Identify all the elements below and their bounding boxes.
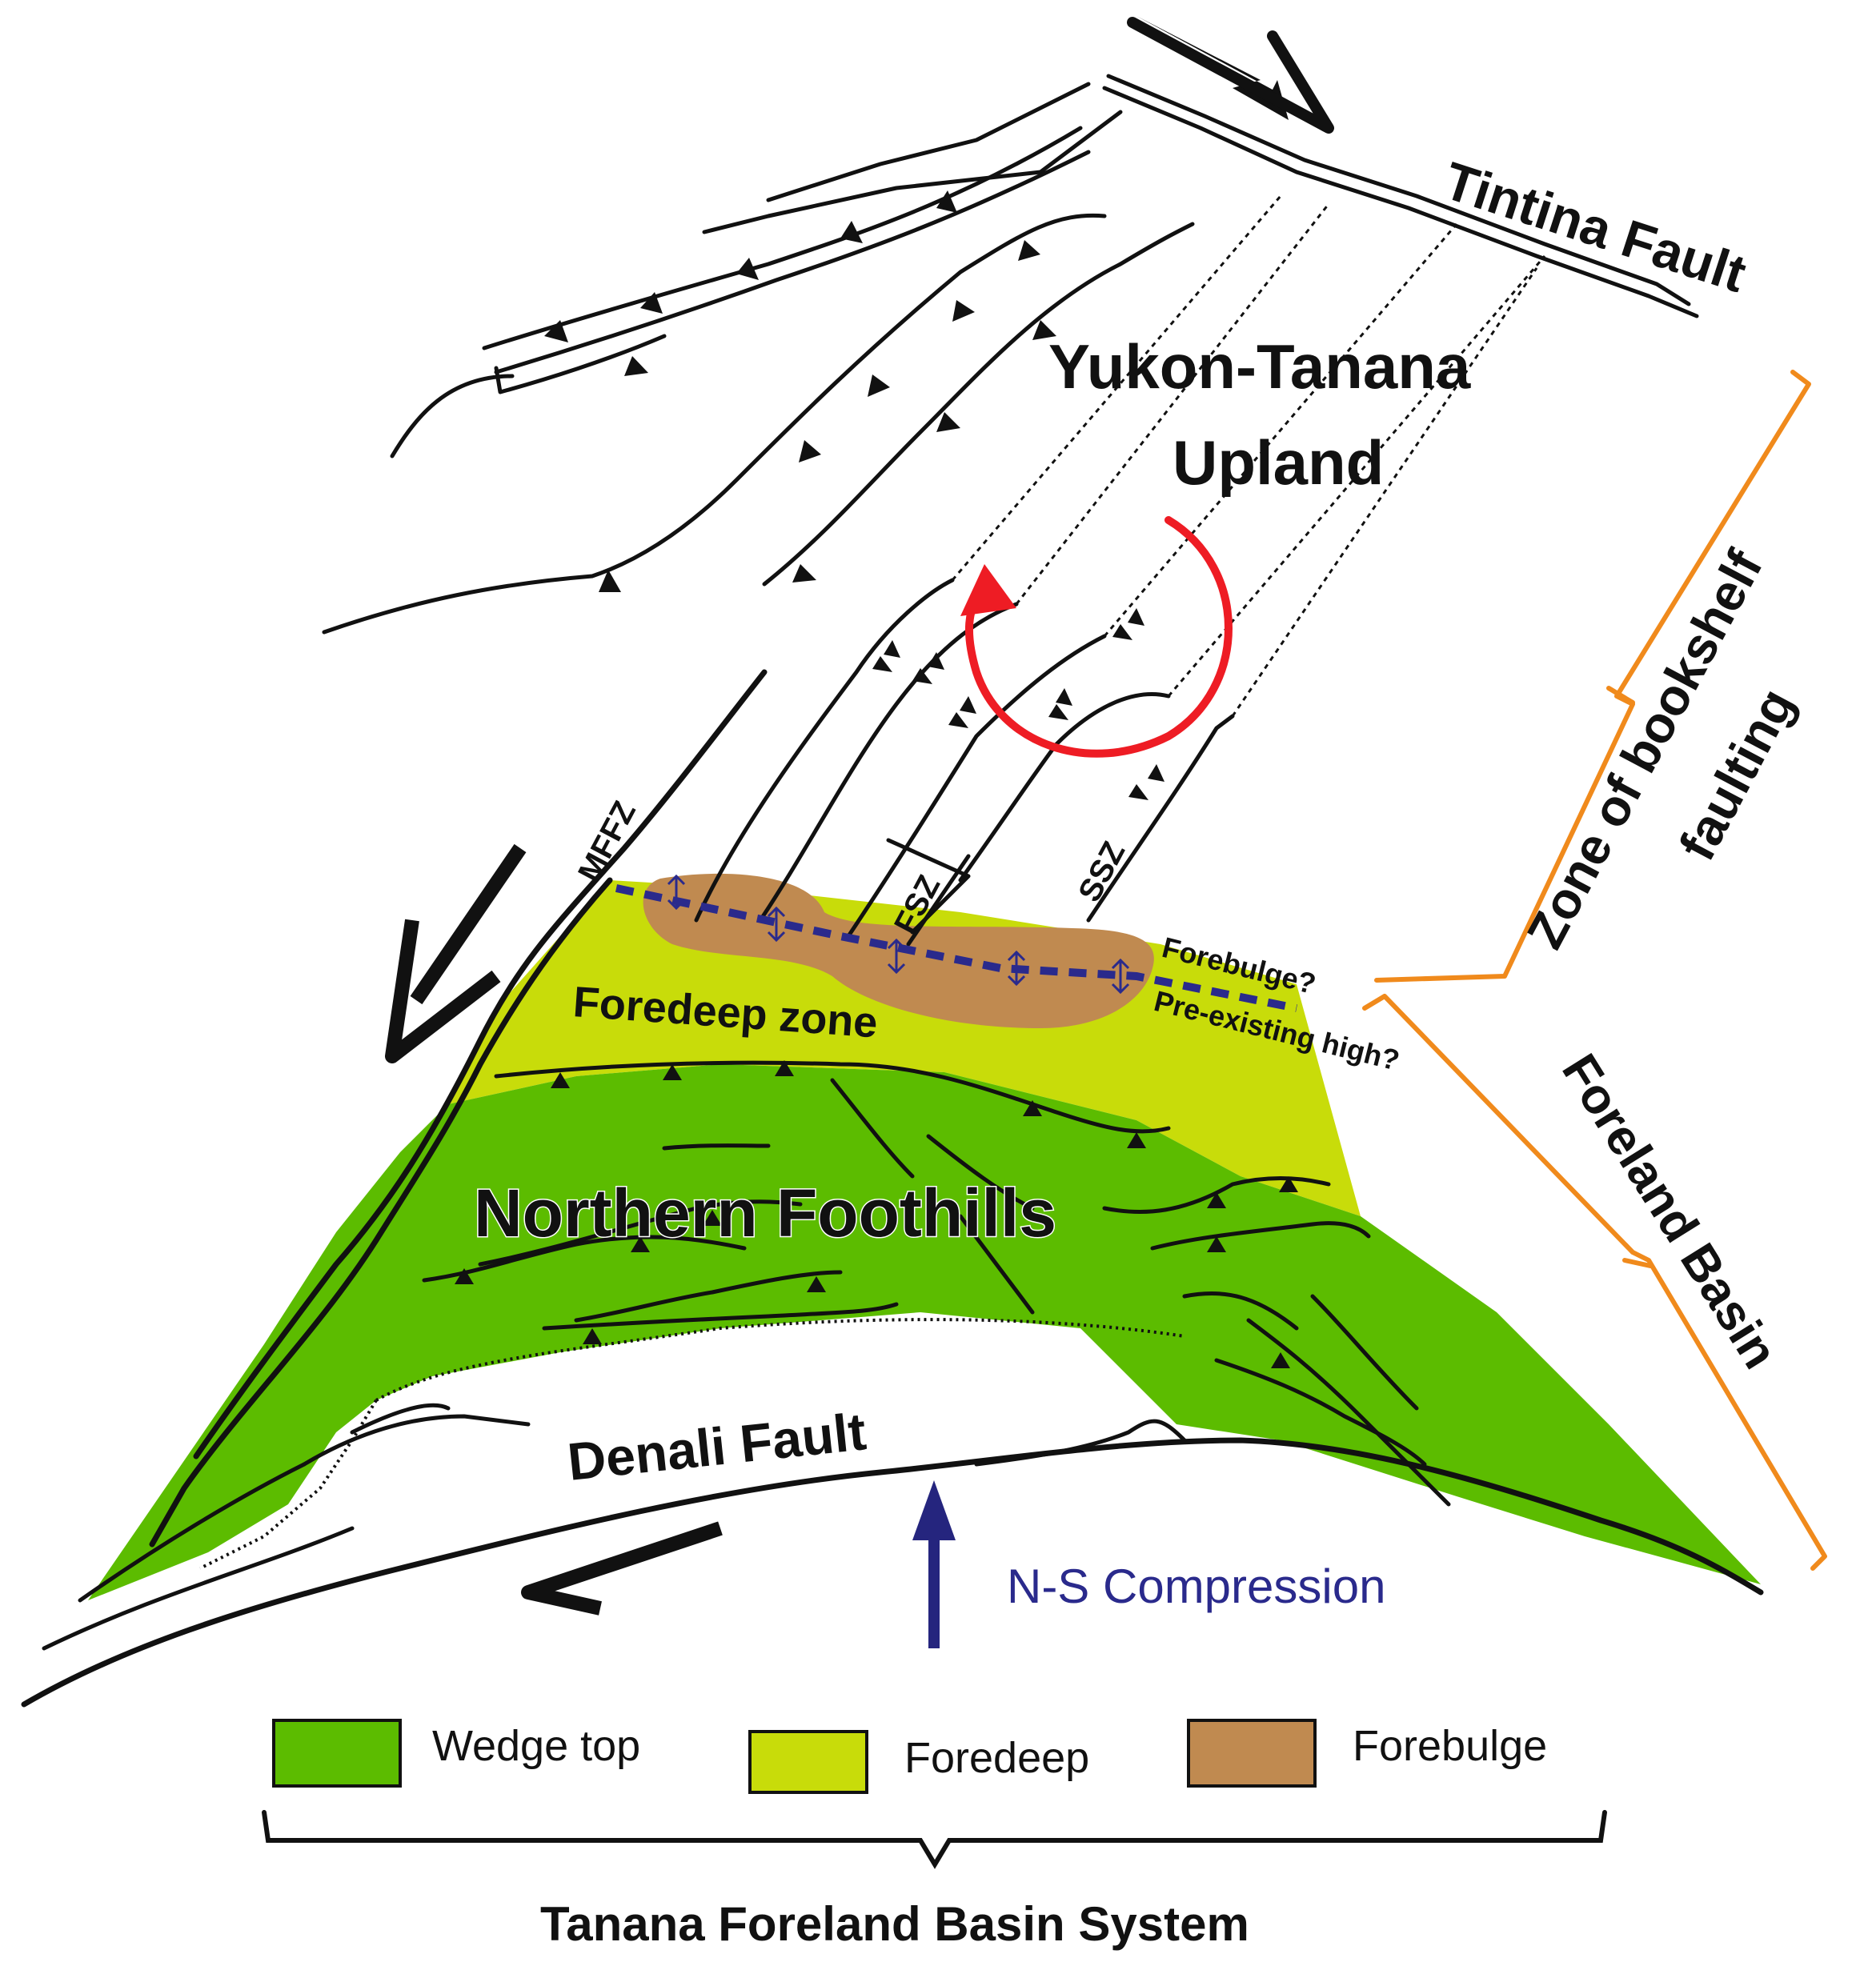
ns-compression-arrow <box>912 1480 956 1648</box>
ns-compression-label: N-S Compression <box>1007 1560 1385 1613</box>
yukon-tanana-label-line2: Upland <box>1172 427 1384 498</box>
foreland-basin-label: Foreland Basin <box>1551 1045 1788 1378</box>
mffz-motion-arrow <box>385 843 527 1063</box>
wedge-top-lower-boundary-dotted <box>199 1399 378 1570</box>
legend-swatch-foredeep <box>748 1730 868 1794</box>
foothills-thrust-faults <box>422 1060 1451 1507</box>
bookshelf-faults <box>694 195 1546 947</box>
denali-fault-system <box>21 1403 1764 1708</box>
foreland-bracket-tick <box>1622 1258 1653 1268</box>
legend: Wedge top Foredeep Forebulge <box>272 1719 1547 1794</box>
tintina-arrow-shaft <box>1127 17 1334 134</box>
yukon-tanana-label-line1: Yukon-Tanana <box>1048 331 1471 402</box>
legend-swatch-wedge-top <box>272 1719 402 1788</box>
legend-label-wedge-top: Wedge top <box>432 1722 640 1770</box>
tintina-fault-label: Tintina Fault <box>1437 150 1754 303</box>
legend-swatch-forebulge <box>1187 1719 1317 1788</box>
legend-label-foredeep: Foredeep <box>904 1734 1089 1782</box>
northern-foothills-label: Northern Foothills <box>474 1175 1056 1251</box>
system-title: Tanana Foreland Basin System <box>540 1897 1249 1951</box>
bookshelf-bracket-tick <box>1606 686 1635 705</box>
system-brace <box>262 1810 1607 1869</box>
rotation-arrow <box>960 516 1233 758</box>
tintina-fault-system <box>702 74 1699 318</box>
wedge-top-region <box>88 1064 1761 1600</box>
denali-motion-arrow <box>521 1521 723 1616</box>
foredeep-west-fault <box>149 877 613 1548</box>
legend-label-forebulge: Forebulge <box>1353 1722 1547 1770</box>
forebulge-axis <box>615 874 1297 1012</box>
wedge-top-boundary-dotted <box>375 1318 1185 1402</box>
northern-thrust-faults <box>322 126 1195 635</box>
mffz-fault <box>193 669 768 1459</box>
foreland-basin-bracket <box>1362 994 1827 1571</box>
